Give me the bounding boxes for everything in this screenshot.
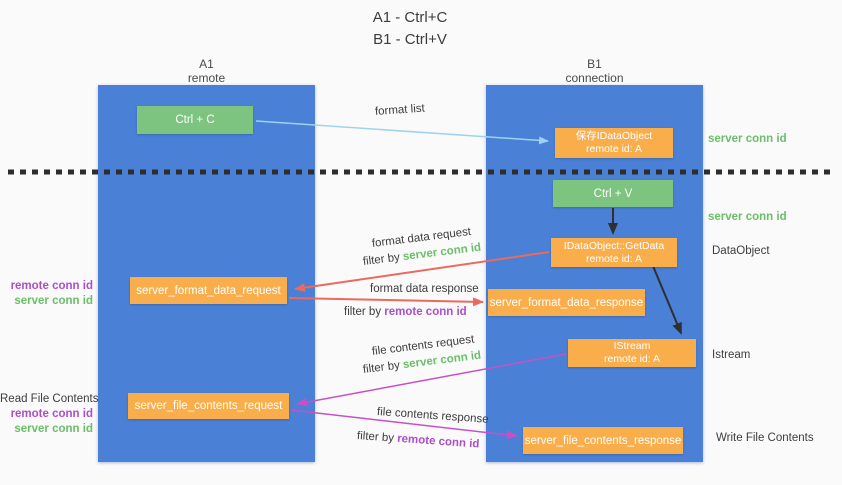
file-contents-request-arrow (296, 353, 567, 407)
format-data-response-arrow (288, 297, 484, 307)
getdata-node: IDataObject::GetData remote id: A (551, 238, 677, 267)
save-idataobject-node: 保存IDataObject remote id: A (555, 128, 673, 158)
remote-conn-id-label-left-1: remote conn id (10, 280, 93, 292)
server-format-data-request-label: server_format_data_request (136, 284, 281, 297)
getdata-line2: remote id: A (585, 252, 643, 265)
server-conn-id-label-right-1: server conn id (708, 133, 787, 145)
left-conn-id-stack-1: remote conn id server conn id (0, 279, 93, 309)
server-format-data-response-node: server_format_data_response (488, 289, 645, 316)
title-line-1: A1 - Ctrl+C (372, 9, 448, 26)
diagram-title: A1 - Ctrl+C B1 - Ctrl+V (320, 7, 500, 51)
istream-side-label: Istream (712, 349, 751, 361)
server-format-data-response-label: server_format_data_response (489, 296, 644, 309)
lifeline-b1-name: B1 (587, 57, 602, 71)
server-conn-id-label-left-1: server conn id (14, 295, 93, 307)
ctrl-v-node: Ctrl + V (553, 180, 673, 207)
lifeline-b1-header: B1 connection (486, 57, 703, 85)
server-file-contents-response-label: server_file_contents_response (524, 434, 682, 447)
server-format-data-request-node: server_format_data_request (130, 277, 287, 304)
remote-conn-id-label-left-2: remote conn id (10, 408, 93, 420)
left-file-stack: Read File Contents remote conn id server… (0, 392, 99, 437)
title-line-2: B1 - Ctrl+V (373, 31, 447, 48)
file-contents-response-arrow (290, 409, 518, 440)
format-data-response-label: format data response (370, 283, 479, 295)
server-conn-id-label-right-2: server conn id (708, 211, 787, 223)
format-list-arrow (255, 120, 549, 145)
istream-line2: remote id: A (603, 353, 661, 365)
remote-conn-id-text: remote conn id (384, 306, 467, 318)
ctrl-c-node: Ctrl + C (137, 106, 253, 134)
ctrl-v-label: Ctrl + V (593, 187, 633, 200)
server-file-contents-request-node: server_file_contents_request (128, 393, 289, 419)
istream-node: IStream remote id: A (568, 339, 696, 367)
save-idataobject-line2: remote id: A (585, 143, 643, 155)
server-conn-id-label-left-2: server conn id (14, 423, 93, 435)
getdata-to-istream-arrow (652, 265, 682, 335)
lifeline-a1-name: A1 (199, 57, 214, 71)
server-file-contents-request-label: server_file_contents_request (134, 400, 283, 412)
save-idataobject-line1: 保存IDataObject (575, 130, 653, 142)
read-file-contents-label: Read File Contents (0, 393, 99, 405)
server-file-contents-response-node: server_file_contents_response (523, 427, 683, 454)
lifeline-b1-role: connection (565, 71, 624, 85)
lifeline-a1-header: A1 remote (98, 57, 315, 85)
getdata-line1: IDataObject::GetData (563, 239, 665, 252)
istream-line1: IStream (613, 340, 651, 352)
lifeline-a1-role: remote (187, 71, 226, 85)
dataobject-label: DataObject (712, 245, 770, 257)
filter-by-text: filter by (344, 306, 385, 318)
filter-by-remote-conn-id-label-1: filter by remote conn id (344, 306, 467, 318)
write-file-contents-label: Write File Contents (716, 432, 814, 444)
format-data-request-arrow (294, 251, 550, 293)
ctrl-c-label: Ctrl + C (175, 114, 215, 126)
